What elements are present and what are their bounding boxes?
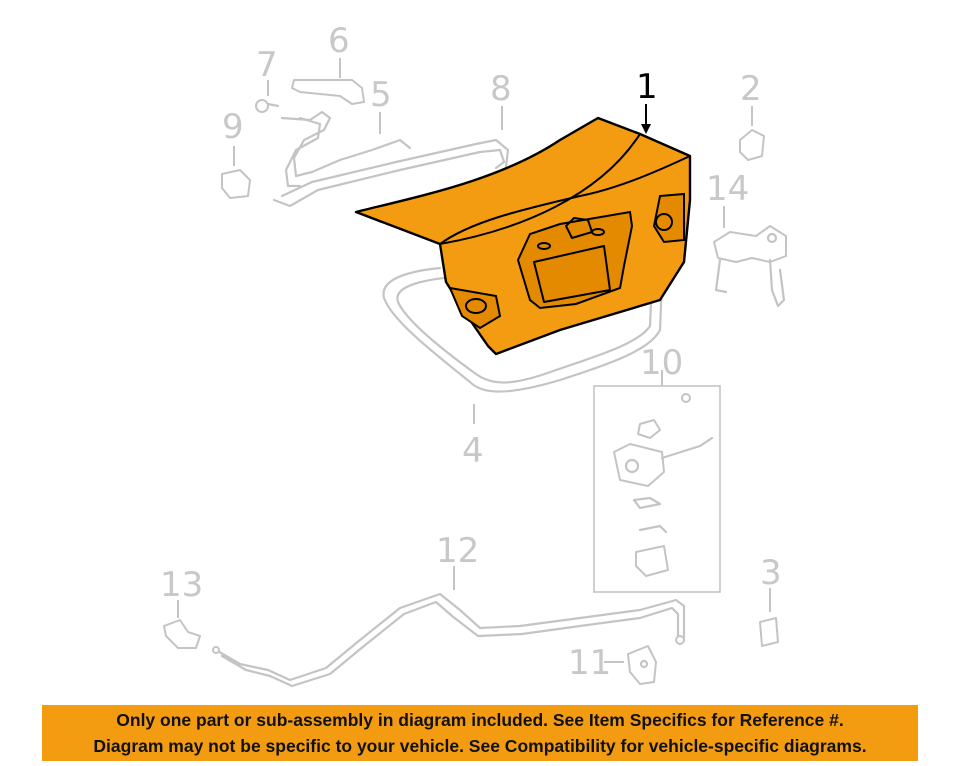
part-1-trunk-lid — [354, 104, 692, 356]
callout-12: 12 — [436, 531, 479, 571]
callout-4: 4 — [462, 431, 484, 471]
callout-6: 6 — [328, 21, 350, 61]
callout-3: 3 — [760, 553, 782, 593]
part-14-lock-cylinder — [713, 206, 787, 308]
callout-1: 1 — [636, 67, 658, 107]
callout-9: 9 — [222, 107, 244, 147]
part-6-handle — [291, 58, 365, 105]
callout-11: 11 — [568, 643, 611, 683]
part-4-weatherstrip — [382, 266, 664, 424]
part-12-cable — [212, 566, 686, 688]
part-2-clip — [739, 106, 765, 161]
callout-2: 2 — [740, 69, 762, 109]
part-9-bumper — [221, 146, 251, 199]
callout-14: 14 — [706, 169, 749, 209]
part-5-hinge — [280, 110, 412, 188]
part-3-cushion — [759, 588, 779, 647]
callout-5: 5 — [370, 75, 392, 115]
callout-7: 7 — [256, 45, 278, 85]
disclaimer-line-1: Only one part or sub-assembly in diagram… — [116, 710, 844, 730]
parts-diagram: 6 7 5 9 8 4 — [160, 21, 787, 688]
callout-8: 8 — [490, 69, 512, 109]
disclaimer-line-2: Diagram may not be specific to your vehi… — [93, 736, 867, 756]
disclaimer-banner: Only one part or sub-assembly in diagram… — [42, 705, 918, 761]
part-10-latch-assembly — [593, 370, 721, 593]
callout-13: 13 — [160, 565, 203, 605]
part-8-torsion-bar — [272, 106, 510, 208]
callout-10: 10 — [640, 343, 683, 383]
part-7-bolt — [255, 80, 280, 113]
part-11-bracket — [604, 645, 657, 685]
part-13-clamp — [163, 600, 201, 649]
